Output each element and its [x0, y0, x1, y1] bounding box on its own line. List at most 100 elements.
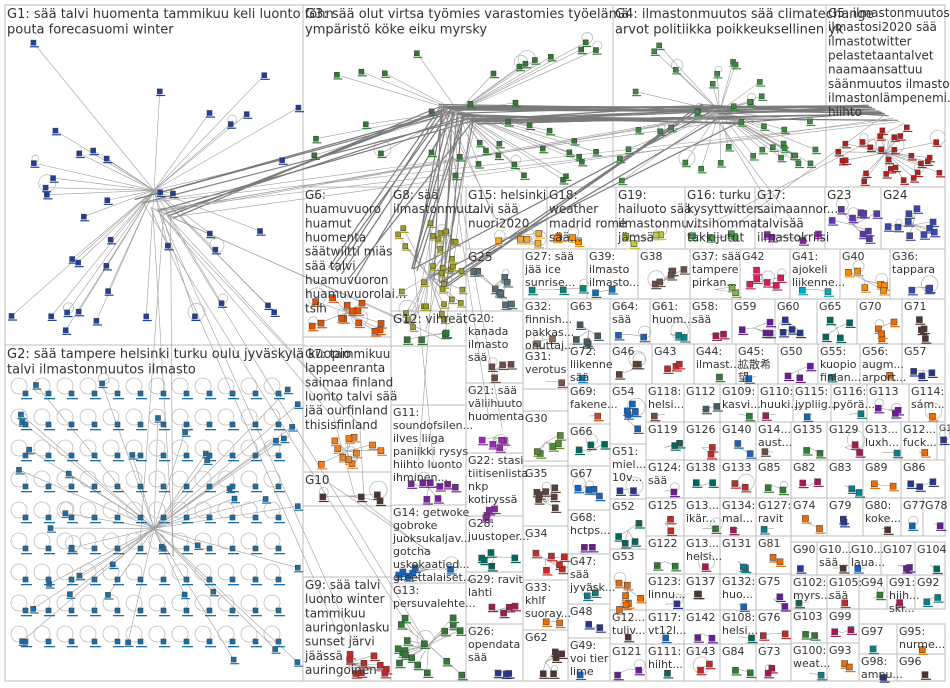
node-label-bar: [243, 117, 253, 119]
node-label-bar: [423, 676, 434, 679]
group-label-line: hiiht...: [648, 658, 683, 671]
edge: [685, 111, 720, 163]
node: [694, 590, 701, 598]
node: [594, 412, 602, 420]
group-panel-g10: [302, 471, 392, 507]
node: [265, 302, 271, 309]
node: [777, 274, 784, 282]
node-label-bar: [593, 420, 604, 422]
node: [796, 374, 804, 382]
edge: [426, 644, 429, 673]
node-label-bar: [228, 615, 239, 617]
node-label-bar: [769, 561, 780, 563]
self-loop: [240, 439, 258, 457]
node: [549, 443, 557, 450]
self-loop: [148, 563, 166, 581]
node: [93, 318, 100, 324]
group-label-line: G123:: [648, 575, 681, 588]
node: [622, 601, 630, 609]
node: [467, 101, 474, 107]
group-label-line: lappeenranta: [305, 361, 385, 375]
group-label-line: G8: sää: [393, 188, 439, 202]
self-loop: [79, 625, 97, 643]
node-label-bar: [917, 333, 928, 336]
node-label-bar: [705, 668, 716, 670]
group-label-line: jypliig...: [794, 398, 838, 411]
node: [160, 421, 167, 428]
group-label-line: G119: [648, 423, 678, 436]
node-label-bar: [925, 232, 936, 234]
node: [880, 287, 887, 294]
node-label-bar: [777, 161, 787, 163]
group-label-line: G133: [722, 461, 752, 474]
node-label-bar: [761, 419, 772, 421]
group-label-line: sää: [648, 474, 667, 487]
group-label-line: G56:: [862, 345, 888, 358]
node: [630, 487, 637, 494]
node-label-bar: [422, 309, 432, 312]
self-loop: [670, 321, 689, 340]
node: [275, 638, 282, 645]
group-panel-g49: [567, 637, 611, 682]
node-label-bar: [577, 53, 587, 55]
node-label-bar: [928, 485, 939, 487]
node: [846, 663, 853, 671]
node: [934, 594, 942, 601]
group-label-g35: G35: [525, 467, 548, 480]
node: [449, 614, 457, 622]
node-label-bar: [61, 516, 71, 518]
node: [720, 330, 727, 338]
inter-group-edge: [711, 110, 778, 218]
inter-group-edge: [418, 279, 433, 461]
node-label-bar: [826, 324, 837, 326]
node: [206, 390, 213, 397]
node: [418, 336, 425, 344]
edge: [153, 505, 298, 529]
node-label-bar: [856, 216, 867, 218]
node: [370, 652, 378, 660]
node: [815, 230, 822, 238]
node-label-bar: [708, 486, 719, 488]
node: [746, 280, 754, 288]
node: [495, 237, 503, 245]
node-label-bar: [403, 343, 414, 345]
group-label-line: G117:: [648, 611, 681, 624]
edge: [33, 528, 155, 610]
inter-group-edge: [440, 121, 474, 284]
node: [419, 479, 427, 486]
node-label-bar: [486, 556, 497, 558]
node: [275, 452, 282, 459]
node: [855, 489, 863, 496]
node: [869, 645, 877, 653]
self-loop: [79, 501, 97, 519]
group-label-g14x: G14...aust...: [758, 423, 792, 449]
node-label-bar: [457, 679, 468, 681]
node: [64, 309, 70, 316]
edge: [457, 49, 597, 112]
node-label-bar: [350, 441, 361, 443]
group-panels: [4, 4, 946, 682]
group-label-line: vt12l...: [648, 624, 686, 637]
edge: [21, 421, 155, 529]
node-label-bar: [917, 167, 927, 169]
node-label-bar: [228, 398, 239, 400]
group-label-line: G78: [925, 499, 948, 512]
node-label-bar: [693, 641, 704, 643]
node: [345, 456, 353, 463]
group-label-g135: G135: [793, 423, 823, 436]
node-label-bar: [614, 587, 625, 589]
node: [426, 479, 434, 486]
node: [227, 121, 234, 127]
node-label-bar: [404, 322, 414, 325]
node: [694, 108, 701, 115]
node: [252, 390, 259, 397]
node: [183, 576, 190, 583]
group-label-line: säätwiitti miäs: [305, 245, 392, 259]
node-label-bar: [629, 494, 640, 496]
group-label-line: huo...: [722, 588, 753, 601]
node: [229, 638, 236, 645]
group-label-line: G93: [829, 644, 852, 657]
